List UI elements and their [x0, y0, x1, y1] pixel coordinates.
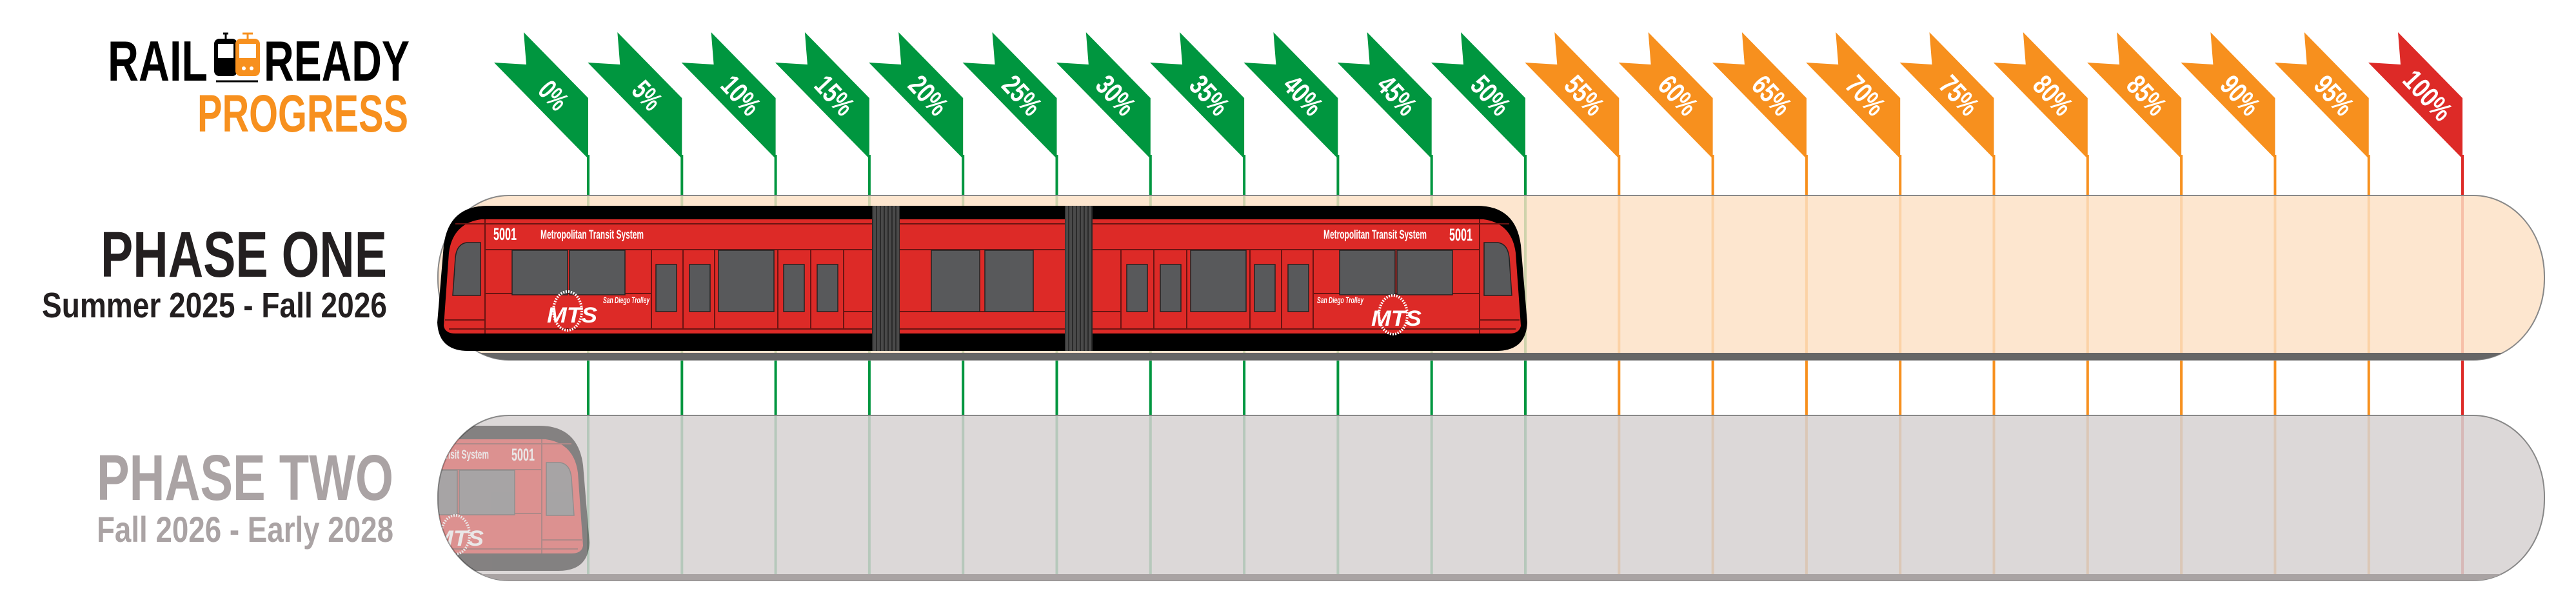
flag-pennant	[2181, 32, 2275, 159]
flag-pennant	[588, 32, 682, 159]
milestone-flag: 10%	[681, 32, 776, 159]
phase-two-title: PHASE TWO	[97, 442, 393, 514]
milestone-flag: 0%	[494, 32, 588, 159]
flag-pennant	[1243, 32, 1338, 159]
phase-two-track	[437, 415, 2545, 581]
milestone-flag: 90%	[2181, 32, 2275, 159]
flag-pennant	[775, 32, 869, 159]
milestone-flag: 85%	[2087, 32, 2182, 159]
rail-ready-logo: RAIL READY PROGRESS	[108, 29, 410, 143]
milestone-flag: 35%	[1150, 32, 1245, 159]
flag-pennant	[1337, 32, 1432, 159]
phase-two-dates: Fall 2026 - Early 2028	[97, 509, 393, 550]
flag-pennant	[962, 32, 1057, 159]
train-left-car-text: 5001 Metropolitan Transit System MTS San…	[493, 224, 650, 332]
flag-pennant	[1150, 32, 1245, 159]
milestone-flag: 70%	[1806, 32, 1901, 159]
milestone-flag: 5%	[588, 32, 682, 159]
milestone-flags: 0%5%10%15%20%25%30%35%40%45%50%55%60%65%…	[494, 32, 2462, 159]
milestone-flag: 55%	[1525, 32, 1620, 159]
milestone-flag: 80%	[1993, 32, 2088, 159]
milestone-flag: 45%	[1337, 32, 1432, 159]
logo-word-ready: READY	[264, 29, 410, 93]
flag-pennant	[1712, 32, 1807, 159]
twin-tram-icon	[214, 32, 260, 83]
flag-pennant	[2087, 32, 2182, 159]
milestone-flag: 25%	[962, 32, 1057, 159]
flag-pennant	[1806, 32, 1901, 159]
flag-pennant	[2368, 32, 2462, 159]
train-number-text: 5001	[493, 224, 517, 244]
milestone-flag: 30%	[1056, 32, 1151, 159]
train-line-text: San Diego Trolley	[603, 295, 650, 305]
logo-subtitle-progress: PROGRESS	[197, 85, 408, 143]
flag-pennant	[681, 32, 776, 159]
flag-pennant	[1056, 32, 1151, 159]
flag-pennant	[1431, 32, 1525, 159]
flag-pennant	[494, 32, 588, 159]
phase-one-train: 5001 Metropolitan Transit System MTS San…	[437, 205, 1528, 352]
flag-pennant	[2274, 32, 2369, 159]
flag-pennant	[1525, 32, 1620, 159]
flag-pennant	[1899, 32, 1994, 159]
logo-word-rail: RAIL	[108, 29, 208, 93]
flag-pennant	[1618, 32, 1713, 159]
phase-two-label: PHASE TWO Fall 2026 - Early 2028	[97, 442, 393, 550]
milestone-flag: 100%	[2368, 32, 2462, 159]
milestone-flag: 60%	[1618, 32, 1713, 159]
mts-swirl-icon	[552, 290, 583, 332]
phase-one-label: PHASE ONE Summer 2025 - Fall 2026	[42, 219, 387, 325]
flag-pennant	[869, 32, 964, 159]
milestone-flag: 65%	[1712, 32, 1807, 159]
milestone-flag: 20%	[869, 32, 964, 159]
milestone-flag: 95%	[2274, 32, 2369, 159]
milestone-flag: 15%	[775, 32, 869, 159]
milestone-flag: 40%	[1243, 32, 1338, 159]
phase-one-dates: Summer 2025 - Fall 2026	[42, 285, 387, 325]
flag-pennant	[1993, 32, 2088, 159]
phase-one-title: PHASE ONE	[101, 219, 387, 291]
train-operator-text: Metropolitan Transit System	[540, 228, 644, 242]
milestone-flag: 50%	[1431, 32, 1525, 159]
mts-logo-text: MTS	[547, 303, 597, 328]
milestone-flag: 75%	[1899, 32, 1994, 159]
